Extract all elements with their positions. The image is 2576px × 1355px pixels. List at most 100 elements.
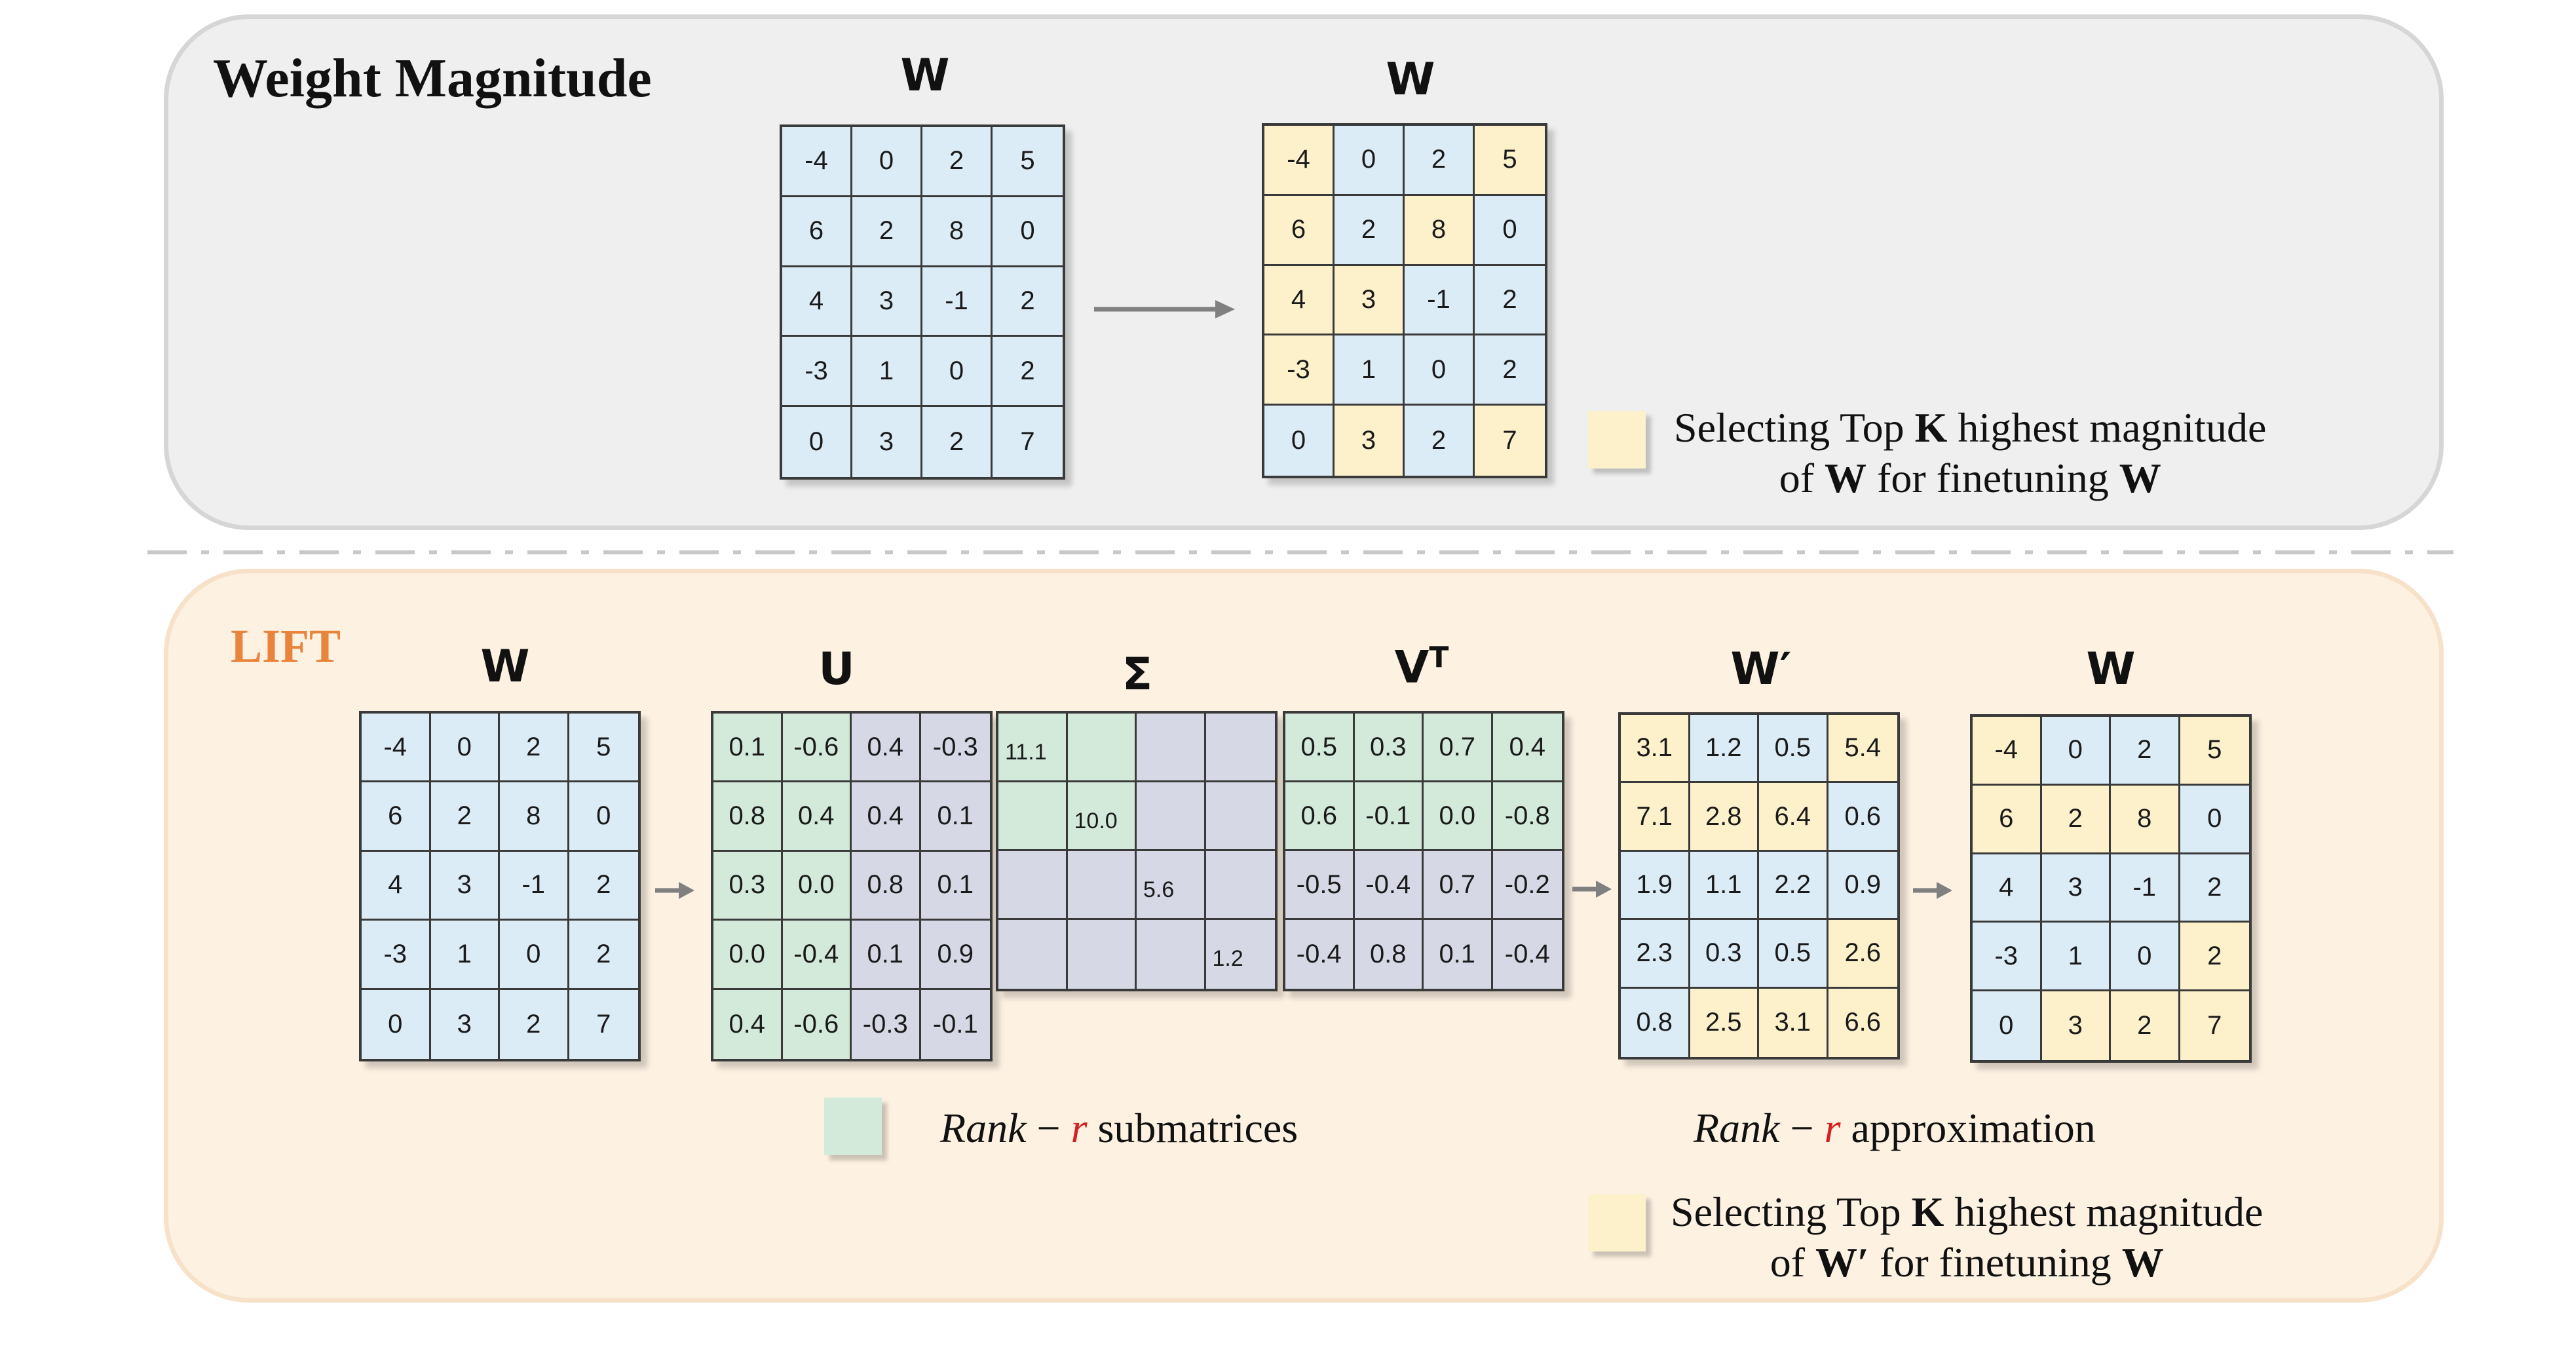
matrix-cell: 4: [782, 267, 852, 337]
matrix-cell: 0.4: [713, 989, 783, 1059]
matrix-cell: 1: [1335, 335, 1405, 406]
matrix-cell: -0.2: [1492, 851, 1562, 920]
matrix-cell: -0.3: [920, 714, 990, 783]
matrix-cell: 2: [569, 851, 638, 921]
matrix-cell: 3: [1335, 406, 1405, 476]
matrix-cell: 7.1: [1621, 783, 1690, 852]
matrix-cell: 0.7: [1424, 851, 1493, 920]
u-label: U: [818, 643, 855, 695]
matrix-cell: -0.4: [1285, 920, 1355, 989]
matrix-cell: 0.4: [1492, 714, 1562, 782]
matrix-cell: 8: [922, 197, 993, 267]
matrix-cell: 3: [852, 407, 922, 477]
matrix-cell: 3.1: [1621, 715, 1690, 784]
matrix-cell: 0: [782, 407, 852, 477]
matrix-cell: 0.7: [1424, 714, 1493, 782]
matrix-cell: 0: [1475, 195, 1545, 266]
matrix-cell: 6.6: [1828, 988, 1897, 1057]
matrix-cell: [1205, 782, 1275, 851]
matrix-cell: 2: [2180, 854, 2249, 923]
w-out-label: W: [2086, 643, 2136, 695]
matrix-cell: 0: [852, 127, 922, 197]
matrix-cell: 8: [500, 782, 569, 852]
lift-title: LIFT: [231, 620, 341, 672]
matrix-cell: 2: [1335, 195, 1405, 266]
matrix-cell: 2: [1405, 406, 1475, 476]
matrix-cell: -1: [2111, 854, 2180, 923]
matrix-cell: 4: [362, 851, 431, 921]
matrix-cell: 6: [1973, 785, 2042, 854]
matrix-cell: 0.1: [920, 782, 990, 852]
matrix-cell: 5: [2180, 717, 2249, 786]
matrix-cell: [1067, 714, 1137, 782]
matrix-cell: 2: [1475, 335, 1545, 406]
matrix-cell: 6.4: [1759, 783, 1828, 852]
matrix-cell: 0.5: [1759, 920, 1828, 989]
matrix-cell: -1: [922, 267, 993, 337]
matrix-cell: 0.1: [920, 851, 990, 921]
matrix-cell: 3: [430, 851, 500, 921]
matrix-cell: [1137, 920, 1206, 989]
matrix-cell: -3: [782, 337, 852, 408]
matrix-cell: 1.2: [1690, 715, 1759, 784]
matrix-cell: 8: [2111, 785, 2180, 854]
matrix-cell: [1137, 714, 1206, 782]
matrix-cell: [1205, 714, 1275, 782]
matrix-cell: -0.4: [1492, 920, 1562, 989]
matrix-cell: 3.1: [1759, 988, 1828, 1057]
matrix-cell: 2: [1475, 265, 1545, 336]
matrix-cell: 0: [2111, 923, 2180, 992]
matrix-cell: 0: [1405, 335, 1475, 406]
matrix-cell: 0.4: [852, 714, 921, 783]
top-w-label: W: [900, 50, 950, 102]
matrix-cell: -0.6: [782, 989, 852, 1059]
matrix-cell: -0.3: [852, 989, 921, 1059]
matrix-cell: 2: [500, 714, 569, 783]
matrix-cell: 6: [362, 782, 431, 852]
matrix-cell: 5: [1475, 126, 1545, 196]
matrix-cell: 0.1: [1424, 920, 1493, 989]
matrix-cell: 0.0: [1424, 782, 1493, 851]
lift-w-label: W: [480, 641, 530, 693]
matrix-cell: 2: [993, 267, 1063, 337]
matrix-cell: 2: [2041, 785, 2111, 854]
matrix-cell: 4: [1973, 854, 2042, 923]
weight-magnitude-title: Weight Magnitude: [213, 48, 652, 109]
matrix-cell: -1: [500, 851, 569, 921]
matrix-cell: [998, 920, 1068, 989]
bottom-legend-swatch: [1588, 1194, 1646, 1251]
top-legend-text: Selecting Top K highest magnitude of W f…: [1674, 404, 2267, 501]
matrix-cell: 2: [993, 337, 1063, 408]
matrix-cell: -1: [1405, 265, 1475, 336]
matrix-cell: 2: [922, 407, 993, 477]
rank-approximation-text: Rank − r approximation: [1694, 1105, 2096, 1151]
vt-label: VT: [1394, 641, 1449, 694]
matrix-cell: 0: [922, 337, 993, 408]
matrix-cell: 2: [852, 197, 922, 267]
matrix-cell: 0.1: [852, 921, 921, 990]
matrix-cell: 2.8: [1690, 783, 1759, 852]
matrix-cell: 2.2: [1759, 851, 1828, 921]
matrix-cell: 0: [500, 921, 569, 990]
matrix-cell: -0.6: [782, 714, 852, 783]
matrix-cell: 1.9: [1621, 851, 1690, 921]
top-legend-swatch: [1588, 411, 1646, 468]
matrix-cell: 0.5: [1285, 714, 1355, 782]
matrix-cell: 7: [2180, 991, 2249, 1060]
matrix-cell: 5.6: [1137, 851, 1206, 920]
matrix-cell: 5: [569, 714, 638, 783]
matrix-cell: 2: [1405, 126, 1475, 196]
matrix-cell: 0: [1973, 991, 2042, 1060]
matrix-cell: 0.3: [713, 851, 783, 921]
top-selected-w-label: W: [1386, 54, 1435, 105]
matrix-cell: 0.0: [713, 921, 783, 990]
matrix-cell: 7: [1475, 406, 1545, 476]
section-divider: [147, 550, 2453, 554]
matrix-cell: 4: [1264, 265, 1335, 336]
rank-legend-swatch: [824, 1097, 882, 1155]
